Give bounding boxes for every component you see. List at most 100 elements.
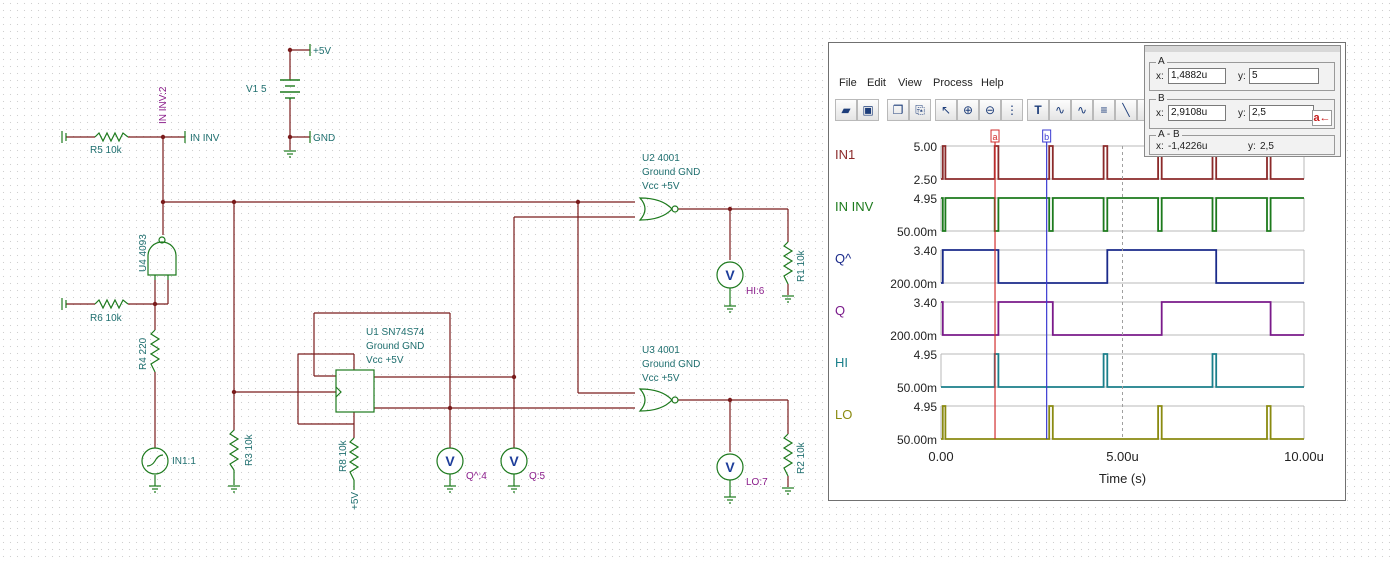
meter-q-label: Q:5 <box>529 471 546 482</box>
r1-label: R1 10k <box>796 249 807 282</box>
resistor-r4 <box>149 329 161 373</box>
menu-view[interactable]: View <box>898 77 922 89</box>
u3-gnd: Ground GND <box>642 359 700 370</box>
curve-alt-icon[interactable]: ∿ <box>1071 99 1093 121</box>
nand-gate-u4 <box>147 236 177 280</box>
cursor-ab-x-label: x: <box>1156 141 1164 152</box>
open-icon[interactable]: ▰ <box>835 99 857 121</box>
zoom-100-icon[interactable]: ⊖ <box>979 99 1001 121</box>
ground-symbols <box>61 44 794 504</box>
cursor-a-y-field[interactable]: 5 <box>1249 68 1319 84</box>
resistor-r3 <box>228 429 240 471</box>
cursor-a-handle <box>990 129 1000 143</box>
u1-vcc: Vcc +5V <box>366 355 404 366</box>
circuit-schematic: V V V V V1 5 +5V GND R5 10k R6 10k IN IN… <box>61 44 807 510</box>
cursor-a-y-label: y: <box>1238 71 1246 82</box>
x-tick-label: 10.00u <box>1284 449 1324 464</box>
toolbar: ▰ ▣ ❐ ⎘ ↖ ⊕ ⊖ ⋮ T ∿ ∿ ≡ ╲ ○ <box>835 99 1159 125</box>
u2-name: U2 4001 <box>642 153 680 164</box>
nor-gate-u2 <box>638 197 679 221</box>
cursor-ab-y-label: y: <box>1248 141 1256 152</box>
voltmeter-hi-symbol: V <box>725 267 735 283</box>
voltmeter-qinv[interactable] <box>436 447 464 475</box>
r5-label: R5 10k <box>90 145 123 156</box>
r4-label: R4 220 <box>138 337 149 370</box>
paste-icon[interactable]: ⎘ <box>909 99 931 121</box>
vcc-label: +5V <box>313 46 331 57</box>
line-icon[interactable]: ╲ <box>1115 99 1137 121</box>
series-name: LO <box>835 407 852 422</box>
y-tick-label: 2.50 <box>914 173 938 187</box>
junctions <box>152 47 733 411</box>
voltmeter-q[interactable] <box>500 447 528 475</box>
u3-name: U3 4001 <box>642 345 680 356</box>
cursor-a-x-field[interactable]: 1,4882u <box>1168 68 1226 84</box>
gnd-label: GND <box>313 133 335 144</box>
y-tick-label: 200.00m <box>890 329 937 343</box>
x-tick-label: 0.00 <box>928 449 953 464</box>
voltmeter-qinv-symbol: V <box>445 453 455 469</box>
nor-gate-u3 <box>638 388 679 412</box>
menu-process[interactable]: Process <box>933 77 973 89</box>
u4-label: U4 4093 <box>138 234 149 272</box>
curve-icon[interactable]: ∿ <box>1049 99 1071 121</box>
cursor-b-handle <box>1042 129 1052 143</box>
menu-file[interactable]: File <box>839 77 857 89</box>
voltmeter-lo-symbol: V <box>725 459 735 475</box>
resistor-r5 <box>94 131 129 143</box>
u2-gnd: Ground GND <box>642 167 700 178</box>
cursor-b-group: B x: 2,9108u y: 2,5 a← <box>1149 93 1335 129</box>
in1-source-label: IN1:1 <box>172 456 196 467</box>
resistor-r8 <box>348 437 360 481</box>
menu-help[interactable]: Help <box>981 77 1004 89</box>
cursor-b-label: B <box>1156 93 1167 104</box>
grid-icon[interactable]: ⋮ <box>1001 99 1023 121</box>
cursor-b-y-field[interactable]: 2,5 <box>1249 105 1314 121</box>
r8-supply-label: +5V <box>350 492 361 510</box>
voltmeter-hi[interactable] <box>716 261 744 289</box>
meter-lo-label: LO:7 <box>746 477 768 488</box>
wires <box>66 49 789 487</box>
cursor-b-y-label: y: <box>1238 108 1246 119</box>
v1-label: V1 5 <box>246 84 267 95</box>
cursor-a-label: A <box>1156 56 1167 67</box>
flip-flop-u1 <box>335 369 375 413</box>
y-tick-label: 50.00m <box>897 225 937 239</box>
cursor-ab-x-value: -1,4226u <box>1168 141 1208 152</box>
copy-icon[interactable]: ❐ <box>887 99 909 121</box>
cursor-ab-group: A - B x: -1,4226u y: 2,5 <box>1149 129 1335 155</box>
cursor-ab-label: A - B <box>1156 129 1182 140</box>
voltmeter-lo[interactable] <box>716 453 744 481</box>
save-icon[interactable]: ▣ <box>857 99 879 121</box>
series-name: Q^ <box>835 251 852 266</box>
cursor-a-x-label: x: <box>1156 71 1164 82</box>
curve-list-icon[interactable]: ≡ <box>1093 99 1115 121</box>
menu-bar: File Edit View Process Help <box>829 71 1345 91</box>
y-tick-label: 4.95 <box>914 192 938 206</box>
in-inv-tag: IN INV <box>190 133 220 144</box>
cursor-ab-y-value: 2,5 <box>1260 141 1274 152</box>
cursor-b-x-field[interactable]: 2,9108u <box>1168 105 1226 121</box>
cursor-b-x-label: x: <box>1156 108 1164 119</box>
series-name: IN1 <box>835 147 855 162</box>
y-tick-label: 3.40 <box>914 296 938 310</box>
zoom-in-icon[interactable]: ⊕ <box>957 99 979 121</box>
in-inv-probe-label: IN INV:2 <box>158 86 169 124</box>
r3-label: R3 10k <box>244 433 255 466</box>
y-tick-label: 3.40 <box>914 244 938 258</box>
pointer-icon[interactable]: ↖ <box>935 99 957 121</box>
battery-v1 <box>280 79 300 100</box>
pulse-source-in1[interactable] <box>141 447 169 475</box>
series-name: IN INV <box>835 199 874 214</box>
cursor-panel-titlebar[interactable] <box>1145 46 1340 52</box>
text-icon[interactable]: T <box>1027 99 1049 121</box>
y-tick-label: 200.00m <box>890 277 937 291</box>
series-line-q <box>941 301 1304 336</box>
cursor-readout-panel: A x: 1,4882u y: 5 B x: 2,9108u y: 2,5 a←… <box>1144 45 1341 157</box>
meter-hi-label: HI:6 <box>746 286 765 297</box>
swap-cursor-button[interactable]: a← <box>1312 110 1332 126</box>
waveform-analyzer-window: File Edit View Process Help ▰ ▣ ❐ ⎘ ↖ ⊕ … <box>828 42 1346 501</box>
menu-edit[interactable]: Edit <box>867 77 886 89</box>
x-tick-label: 5.00u <box>1106 449 1139 464</box>
